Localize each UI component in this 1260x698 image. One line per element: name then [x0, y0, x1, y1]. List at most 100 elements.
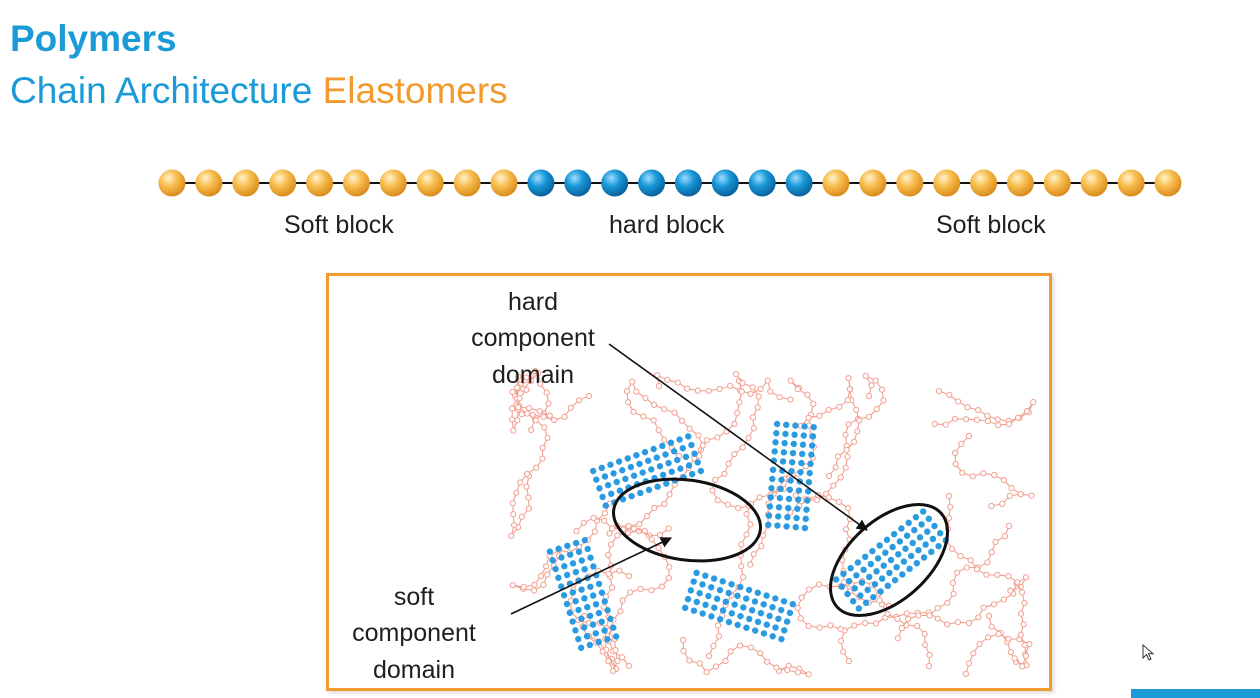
soft-chain-bead [643, 513, 650, 520]
hard-domain-dot [809, 433, 817, 440]
hard-domain-dot [871, 581, 879, 588]
soft-chain-bead [609, 525, 616, 532]
soft-chain-bead [736, 642, 744, 649]
soft-chain-bead [709, 487, 716, 494]
hard-domain-dot [803, 506, 810, 513]
hard-domain-dot [743, 595, 750, 602]
hard-domain-dot [935, 542, 942, 550]
hard-domain-dot [886, 569, 893, 577]
soft-chain-bead [724, 501, 731, 508]
hard-domain-dot [898, 525, 905, 532]
soft-chain-bead [1020, 621, 1027, 628]
soft-chain-bead [837, 637, 844, 644]
soft-chain-bead [509, 500, 516, 507]
soft-chain-bead [535, 369, 542, 377]
hard-domain-dot [684, 595, 692, 603]
soft-bead [490, 169, 518, 197]
hard-domain-dot [804, 497, 811, 504]
hard-domain-dot [766, 503, 774, 510]
soft-chain-bead [861, 619, 869, 627]
soft-chain-bead [739, 444, 746, 451]
hard-domain-dot [608, 490, 615, 498]
hard-domain-dot [763, 621, 770, 628]
soft-chain-bead [714, 434, 721, 441]
soft-chain-bead [905, 615, 912, 623]
soft-chain-bead [703, 669, 710, 676]
soft-chain-bead [1007, 587, 1014, 594]
soft-chain-bead [661, 436, 668, 443]
hard-domain-dot [725, 589, 732, 597]
soft-chain-bead [903, 610, 910, 617]
soft-chain-bead [964, 404, 971, 411]
hard-domain-dot [936, 530, 944, 537]
hard-domain-dot [778, 606, 785, 614]
hard-domain-dot [775, 504, 783, 511]
hard-domain-dot [854, 559, 862, 566]
hard-domain-dot [654, 483, 661, 490]
hard-label-line-2: component [471, 324, 595, 353]
soft-chain-bead [580, 519, 587, 526]
soft-chain-bead [674, 379, 681, 386]
soft-chain-bead [625, 572, 633, 580]
hard-label-pointer [608, 343, 868, 531]
hard-domain-dot [734, 621, 741, 629]
hard-domain-dot [740, 604, 747, 611]
soft-chain-bead [854, 428, 861, 435]
soft-chain-bead [650, 401, 658, 408]
hard-domain-dot [895, 551, 902, 558]
hard-label-line-3: domain [492, 360, 574, 389]
soft-chain-bead [767, 388, 774, 395]
soft-chain-bead [1011, 655, 1018, 662]
hard-domain-dot [601, 627, 608, 634]
soft-chain-bead [750, 551, 757, 558]
soft-chain-bead [832, 464, 839, 471]
soft-chain-bead [694, 387, 701, 394]
hard-domain-dot [619, 467, 626, 474]
hard-domain-dot [790, 440, 798, 448]
hard-domain-dot [867, 560, 875, 568]
soft-bead [1154, 169, 1182, 197]
soft-chain-bead [794, 669, 801, 676]
hard-domain-dot [773, 420, 781, 428]
hard-domain-dot [791, 431, 798, 438]
soft-bead [342, 169, 370, 197]
hard-domain-dot [587, 554, 594, 561]
soft-chain-bead [794, 386, 801, 393]
soft-chain-bead [1014, 579, 1021, 586]
soft-bead [158, 169, 186, 197]
hard-domain-dot [677, 465, 684, 472]
soft-chain-bead [926, 612, 933, 619]
hard-domain-dot [900, 558, 908, 565]
hard-domain-dot [555, 545, 562, 552]
hard-domain-dot [792, 524, 799, 531]
hard-domain-dot [808, 442, 816, 449]
soft-chain-bead [722, 657, 729, 665]
hard-domain-dot [746, 615, 753, 623]
hard-domain-dot [702, 601, 709, 608]
hard-domain-dot [604, 636, 611, 643]
hard-domain-dot [853, 572, 860, 579]
chain-beads [158, 169, 1182, 197]
soft-chain-bead [760, 532, 767, 539]
hard-domain-dot [928, 548, 935, 556]
soft-chain-bead [525, 494, 532, 501]
hard-domain-dot [691, 450, 698, 457]
soft-chain-bead [991, 471, 998, 479]
hard-domain-dot [687, 587, 695, 594]
soft-chain-bead [747, 521, 754, 528]
hard-domain-dot [772, 624, 779, 631]
hard-domain-dot [713, 595, 721, 603]
hard-domain-dot [589, 467, 597, 475]
soft-chain-network [508, 368, 1037, 678]
soft-bead [1006, 169, 1034, 197]
soft-chain-bead [764, 658, 771, 665]
soft-chain-bead [1022, 653, 1030, 660]
soft-chain-bead [511, 522, 518, 529]
hard-domain-bottom [681, 569, 797, 643]
soft-chain-bead [999, 500, 1006, 507]
hard-domain-dot [769, 604, 776, 611]
soft-chain-bead [813, 497, 821, 504]
hard-domain-dot [787, 477, 794, 484]
soft-chain-bead [945, 514, 953, 521]
soft-chain-bead [655, 544, 662, 552]
